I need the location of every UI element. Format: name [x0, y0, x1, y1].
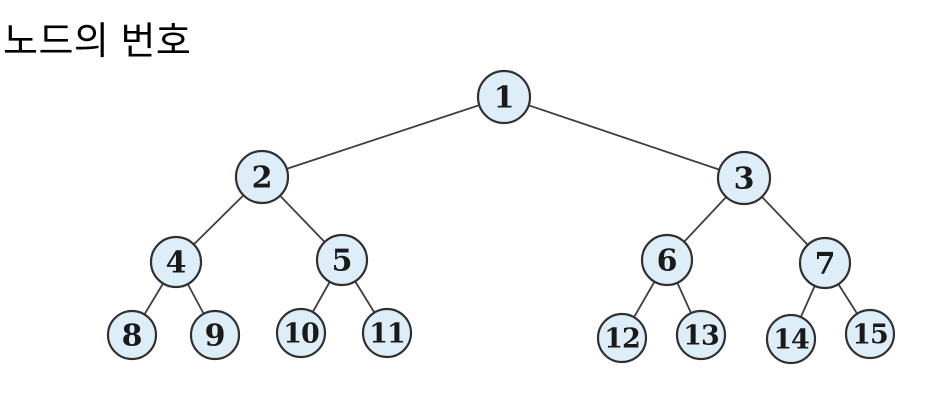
- node-label: 12: [604, 324, 640, 355]
- node-circle: [765, 313, 817, 365]
- node-circle: [675, 309, 727, 361]
- node-label: 10: [283, 319, 319, 350]
- node-circle: [844, 308, 896, 360]
- tree-node: 2: [234, 149, 290, 205]
- tree-node: 9: [189, 309, 241, 361]
- node-label: 6: [657, 244, 678, 279]
- diagram-title: 노드의 번호: [3, 21, 192, 63]
- tree-node: 10: [275, 307, 327, 359]
- node-circle: [189, 309, 241, 361]
- node-label: 8: [122, 319, 143, 354]
- tree-node: 12: [596, 312, 648, 364]
- tree-node: 5: [315, 233, 369, 287]
- edge-layer: [131, 96, 871, 340]
- tree-edge: [261, 96, 505, 178]
- tree-node: 14: [765, 313, 817, 365]
- node-circle: [476, 69, 532, 125]
- node-circle: [640, 233, 694, 287]
- node-circle: [361, 307, 413, 359]
- tree-node: 15: [844, 308, 896, 360]
- node-circle: [716, 150, 772, 206]
- node-label: 1: [494, 81, 515, 116]
- tree-node: 4: [149, 235, 203, 289]
- node-circle: [315, 233, 369, 287]
- tree-node: 1: [476, 69, 532, 125]
- tree-node: 11: [361, 307, 413, 359]
- node-circle: [234, 149, 290, 205]
- tree-node: 3: [716, 150, 772, 206]
- node-circle: [106, 309, 158, 361]
- node-circle: [149, 235, 203, 289]
- node-label: 7: [815, 247, 836, 282]
- node-label: 4: [166, 246, 187, 281]
- tree-edge: [503, 96, 745, 179]
- node-circle: [798, 236, 852, 290]
- node-label: 15: [852, 320, 888, 351]
- node-circle: [596, 312, 648, 364]
- node-label: 3: [734, 162, 755, 197]
- tree-node: 6: [640, 233, 694, 287]
- node-label: 14: [773, 325, 809, 356]
- tree-node: 13: [675, 309, 727, 361]
- node-label: 5: [332, 244, 353, 279]
- node-label: 11: [369, 319, 405, 350]
- tree-node: 8: [106, 309, 158, 361]
- node-label: 9: [205, 319, 226, 354]
- tree-node: 7: [798, 236, 852, 290]
- node-circle: [275, 307, 327, 359]
- node-label: 2: [252, 161, 273, 196]
- node-label: 13: [683, 321, 719, 352]
